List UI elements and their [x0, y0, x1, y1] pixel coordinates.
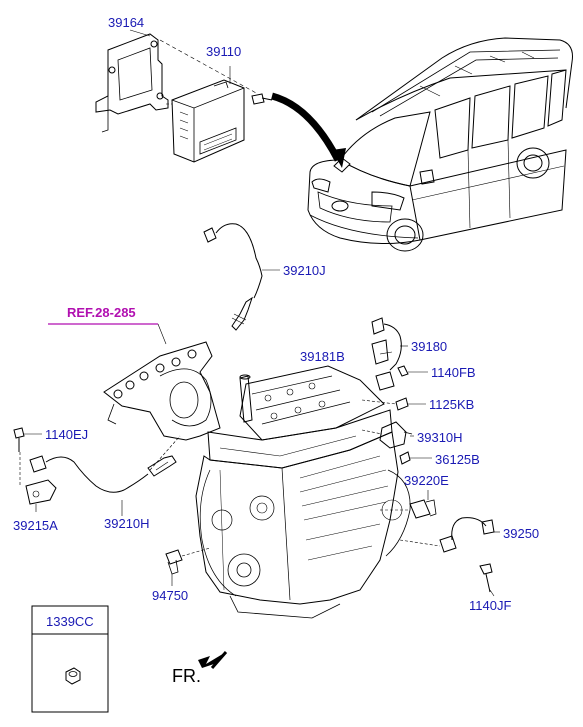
bolt-1140ej — [13, 427, 25, 452]
label-1125kb: 1125KB — [429, 397, 475, 412]
label-39215a: 39215A — [13, 518, 58, 533]
inset-box-1339cc — [31, 605, 109, 713]
oxygen-sensor-upper — [203, 223, 263, 331]
crankshaft-sensor — [379, 421, 413, 449]
exhaust-manifold — [103, 341, 221, 441]
label-39220e: 39220E — [404, 473, 449, 488]
label-36125b: 36125B — [435, 452, 480, 467]
knock-sensor — [439, 517, 495, 553]
nut-icon — [65, 667, 81, 685]
bolt-36125b — [399, 451, 411, 465]
reference-label: REF.28-285 — [67, 305, 136, 320]
label-94750: 94750 — [152, 588, 189, 603]
van-illustration — [307, 37, 573, 252]
ecu-bolt — [251, 93, 273, 105]
label-39210h: 39210H — [104, 516, 150, 531]
oxygen-sensor-lower — [29, 455, 177, 493]
inset-box-title: 1339CC — [46, 614, 94, 629]
label-39250: 39250 — [503, 526, 540, 541]
label-39210j: 39210J — [283, 263, 326, 278]
label-39310h: 39310H — [417, 430, 463, 445]
label-39181b: 39181B — [300, 349, 345, 364]
coolant-temperature-sensor — [165, 549, 183, 575]
oil-pressure-switch — [409, 499, 437, 519]
ecu-unit — [171, 79, 245, 163]
label-39164: 39164 — [108, 15, 145, 30]
sensor-bracket — [25, 479, 57, 505]
front-indicator-label: FR. — [172, 666, 201, 686]
label-39180: 39180 — [411, 339, 448, 354]
bolt-1140jf — [479, 563, 493, 593]
front-arrow-icon — [198, 652, 226, 672]
location-arrow — [270, 92, 342, 162]
label-1140ej: 1140EJ — [45, 427, 89, 442]
camshaft-sensor — [371, 317, 409, 391]
label-1140fb: 1140FB — [431, 365, 476, 380]
label-1140jf: 1140JF — [469, 598, 512, 613]
bolt-1125kb — [395, 397, 409, 411]
ecu-bracket — [95, 33, 169, 133]
engine-block — [195, 365, 411, 619]
label-39110: 39110 — [206, 44, 242, 59]
